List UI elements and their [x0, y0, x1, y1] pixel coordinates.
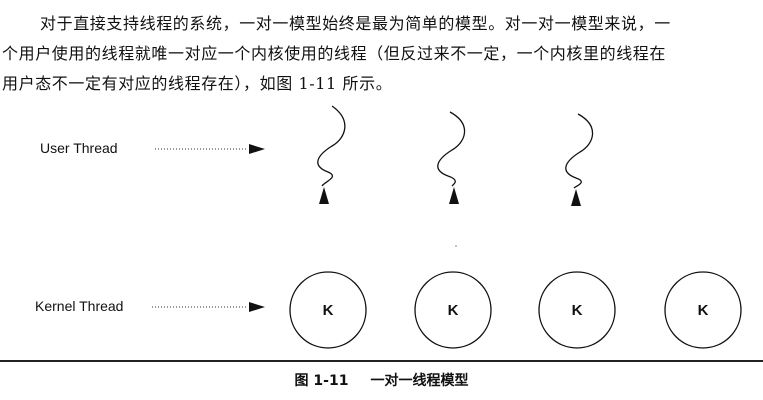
user-thread-arrowhead	[319, 187, 329, 204]
kernel-thread-1: K	[289, 271, 367, 349]
figure-title: 一对一线程模型	[370, 373, 469, 389]
kernel-leader-arrow	[152, 302, 265, 312]
kernel-thread-4: K	[664, 271, 742, 349]
kernel-thread-3: K	[538, 271, 616, 349]
paragraph-line-3: 用户态不一定有对应的线程存在），如图 1-11 所示。	[2, 74, 393, 93]
user-thread-arrowhead	[571, 189, 581, 206]
one-to-one-thread-diagram: User Thread Kernel Thread K K K K	[35, 105, 742, 349]
user-thread-3	[565, 113, 594, 206]
connector-mark	[455, 245, 457, 247]
paragraph-line-1: 对于直接支持线程的系统，一对一模型始终是最为简单的模型。对一对一模型来说，一	[40, 14, 671, 33]
user-thread-label: User Thread	[40, 140, 118, 156]
user-thread-1	[317, 105, 346, 204]
user-leader-arrow	[155, 144, 265, 154]
kernel-thread-letter: K	[323, 302, 334, 319]
kernel-thread-letter: K	[448, 302, 459, 319]
figure-number: 图 1-11	[294, 373, 349, 389]
body-paragraph: 对于直接支持线程的系统，一对一模型始终是最为简单的模型。对一对一模型来说，一 个…	[0, 0, 763, 110]
kernel-thread-letter: K	[698, 302, 709, 319]
user-thread-2	[437, 111, 466, 204]
kernel-thread-label: Kernel Thread	[35, 298, 123, 314]
kernel-thread-2: K	[414, 271, 492, 349]
paragraph-line-2: 个用户使用的线程就唯一对应一个内核使用的线程（但反过来不一定，一个内核里的线程在	[2, 44, 667, 63]
caption-divider	[0, 360, 763, 362]
kernel-thread-letter: K	[572, 302, 583, 319]
figure-caption: 图 1-11 一对一线程模型	[0, 370, 763, 390]
user-thread-arrowhead	[449, 187, 459, 204]
